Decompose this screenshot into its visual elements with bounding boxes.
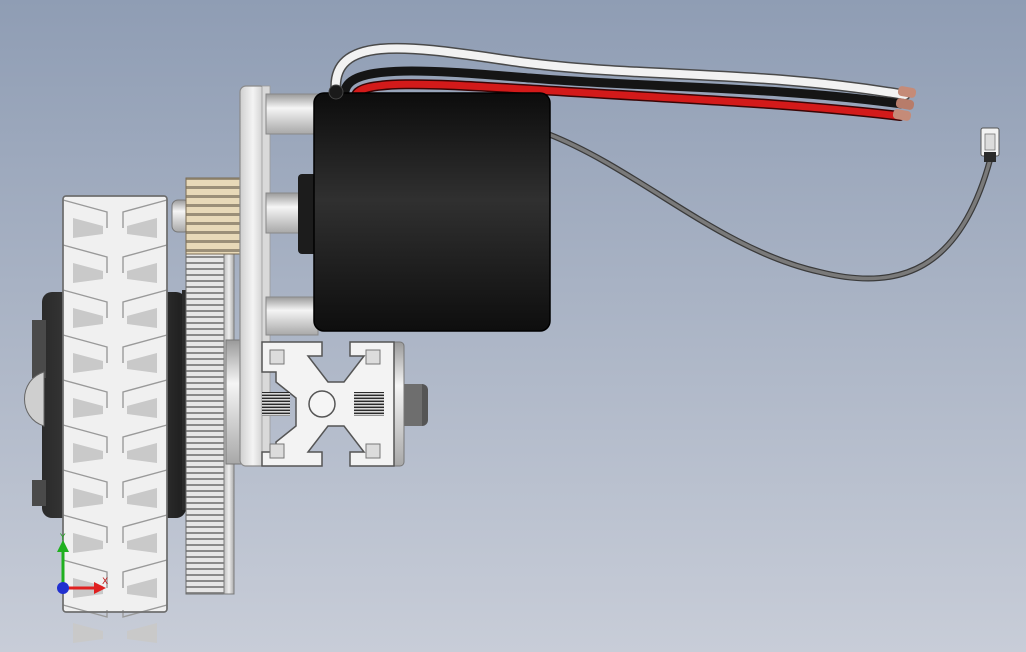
brushless-motor bbox=[313, 84, 551, 332]
black-wire bbox=[340, 66, 907, 109]
sensor-cable bbox=[545, 127, 1000, 282]
threaded-rod-left bbox=[262, 392, 290, 416]
spur-gear-teeth bbox=[185, 247, 225, 595]
motor-power-wires bbox=[330, 42, 917, 121]
hub-nose bbox=[24, 371, 45, 427]
gearbox-plate bbox=[225, 85, 271, 467]
connector-plug-icon bbox=[980, 127, 1000, 162]
threaded-rod-right bbox=[354, 392, 384, 416]
axis-triad-icon: Y X bbox=[57, 533, 108, 594]
motor-can bbox=[314, 93, 550, 331]
wire-copper-tips bbox=[892, 86, 917, 121]
triad-y-label: Y bbox=[59, 533, 66, 543]
pinion-gear bbox=[171, 177, 243, 255]
triad-x-label: X bbox=[102, 577, 108, 587]
aluminum-extrusion bbox=[261, 341, 428, 467]
standoffs bbox=[265, 93, 319, 336]
omni-wheel bbox=[24, 195, 186, 643]
extrusion-center-bore bbox=[308, 390, 336, 418]
